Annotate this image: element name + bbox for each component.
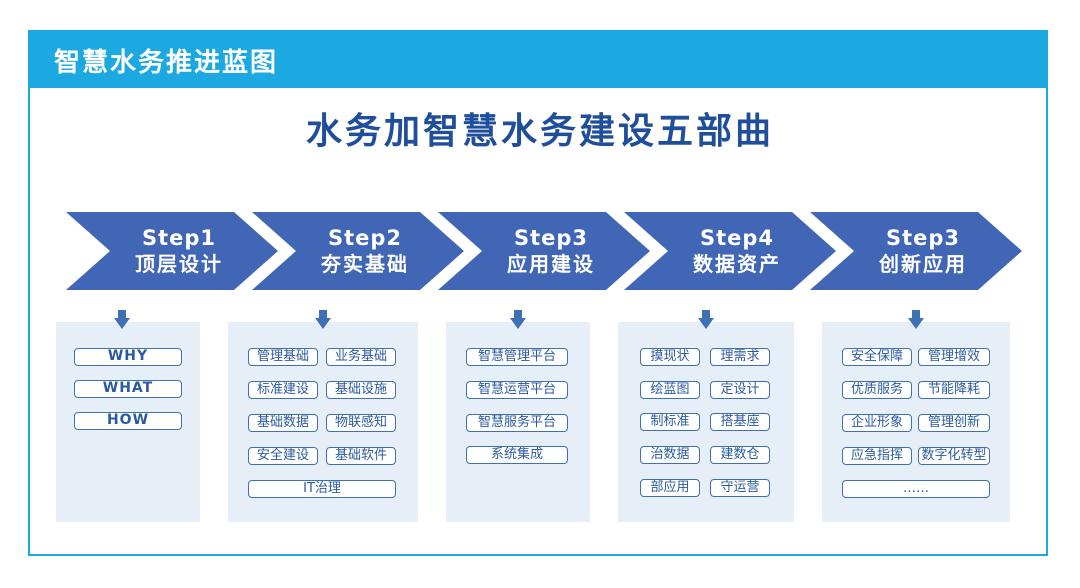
step-label-1: Step1 顶层设计 [104, 212, 254, 290]
step-arrow-5: Step3 创新应用 [810, 212, 1022, 290]
step-arrow-3: Step3 应用建设 [438, 212, 650, 290]
step-arrow-4: Step4 数据资产 [624, 212, 836, 290]
step-number: Step4 [699, 226, 775, 250]
step-name: 数据资产 [693, 252, 781, 276]
step-arrow-1: Step1 顶层设计 [66, 212, 278, 290]
step-name: 夯实基础 [321, 252, 409, 276]
step-chevron-shape [438, 212, 650, 290]
main-title: 水务加智慧水务建设五部曲 [305, 111, 774, 152]
step-label-2: Step2 夯实基础 [290, 212, 440, 290]
step-label-3: Step3 应用建设 [476, 212, 626, 290]
step-label-4: Step4 数据资产 [662, 212, 812, 290]
header-title: 智慧水务推进蓝图 [54, 47, 279, 78]
step-name: 应用建设 [507, 252, 595, 276]
step-number: Step3 [885, 226, 961, 250]
step-chevron-shape [252, 212, 464, 290]
step-number: Step3 [513, 226, 589, 250]
step-chevron-shape [624, 212, 836, 290]
step-label-5: Step3 创新应用 [848, 212, 998, 290]
header-bar: 智慧水务推进蓝图 [30, 32, 1046, 88]
step-name: 创新应用 [879, 252, 967, 276]
step-number: Step1 [141, 226, 217, 250]
step-chevron-shape [810, 212, 1022, 290]
step-name: 顶层设计 [135, 252, 223, 276]
step-number: Step2 [327, 226, 403, 250]
step-chevron-shape [66, 212, 278, 290]
step-arrow-2: Step2 夯实基础 [252, 212, 464, 290]
